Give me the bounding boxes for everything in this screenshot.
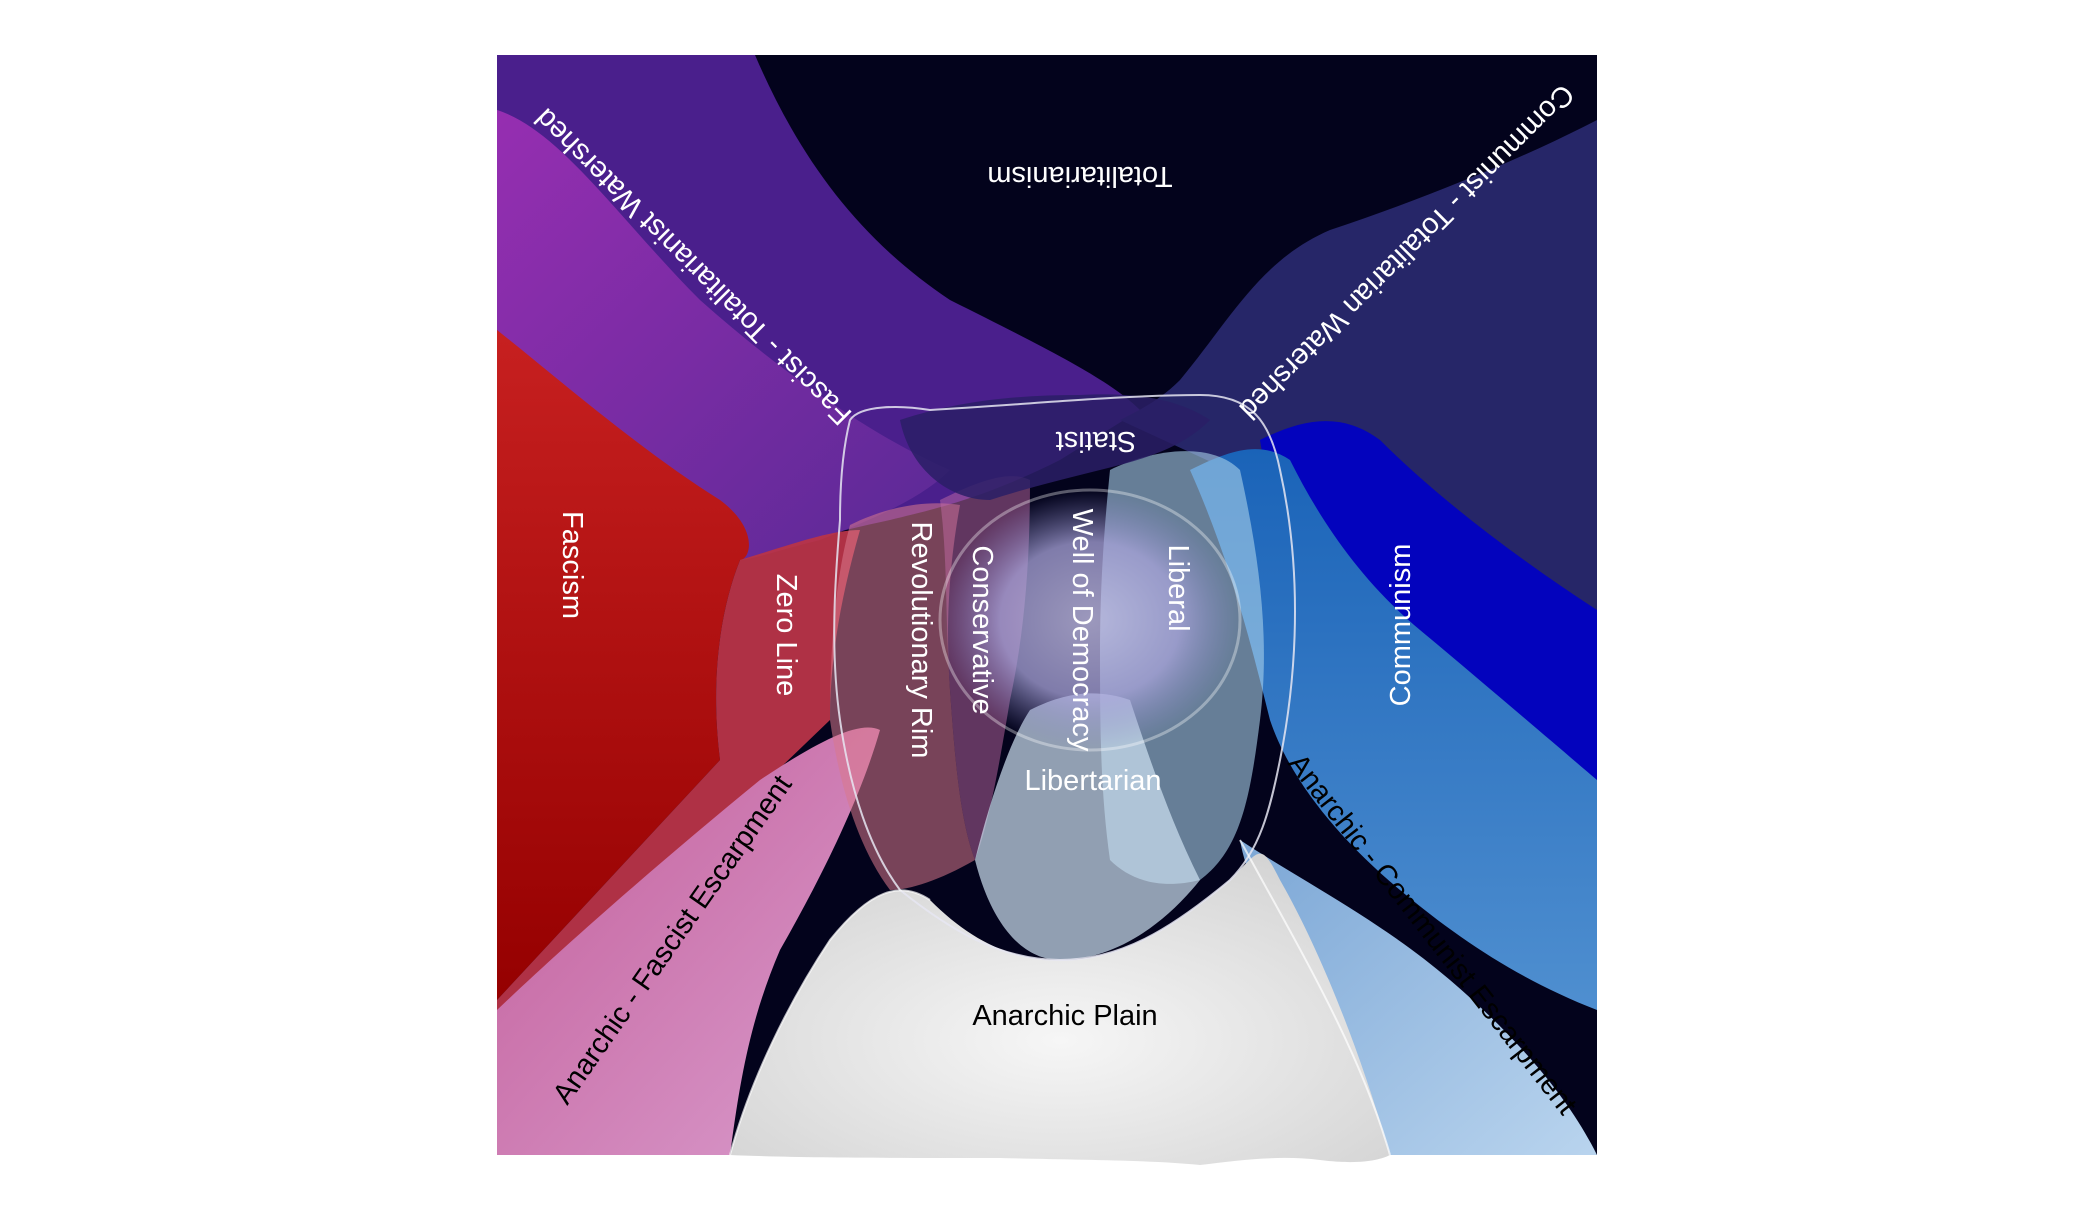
label-libertarian: Libertarian (1024, 765, 1161, 797)
label-fascism: Fascism (556, 511, 588, 619)
anarchic-plain-region (730, 853, 1390, 1165)
communism-region (1260, 421, 1597, 780)
fascist-slope-region (497, 110, 950, 560)
well-of-democracy-basin (940, 490, 1240, 750)
label-liberal: Liberal (1162, 544, 1194, 631)
label-well-of-democracy: Well of Democracy (1066, 509, 1098, 752)
revolutionary-rim-region (830, 503, 975, 890)
label-communism: Communism (1385, 544, 1417, 707)
anarchic-fascist-escarpment-region (497, 727, 880, 1155)
anarchic-communist-escarpment-region (1240, 840, 1597, 1155)
label-zero-line: Zero Line (770, 574, 802, 697)
communist-watershed-region (1120, 120, 1597, 640)
zero-line-region (497, 530, 860, 1040)
fascism-region (497, 330, 749, 1000)
statist-region (900, 394, 1210, 500)
label-statist: Statist (1056, 425, 1137, 457)
libertarian-region (975, 693, 1200, 960)
revolutionary-rim-outline (833, 393, 1296, 962)
label-revolutionary-rim: Revolutionary Rim (905, 522, 937, 759)
label-totalitarianism: Totalitarianism (987, 160, 1172, 192)
well-ring (938, 488, 1242, 752)
anarchic-plain-outline (729, 839, 1391, 1156)
communist-slope-region (1190, 449, 1597, 1011)
label-anarchic-plain: Anarchic Plain (972, 1000, 1157, 1032)
label-conservative: Conservative (966, 545, 998, 714)
